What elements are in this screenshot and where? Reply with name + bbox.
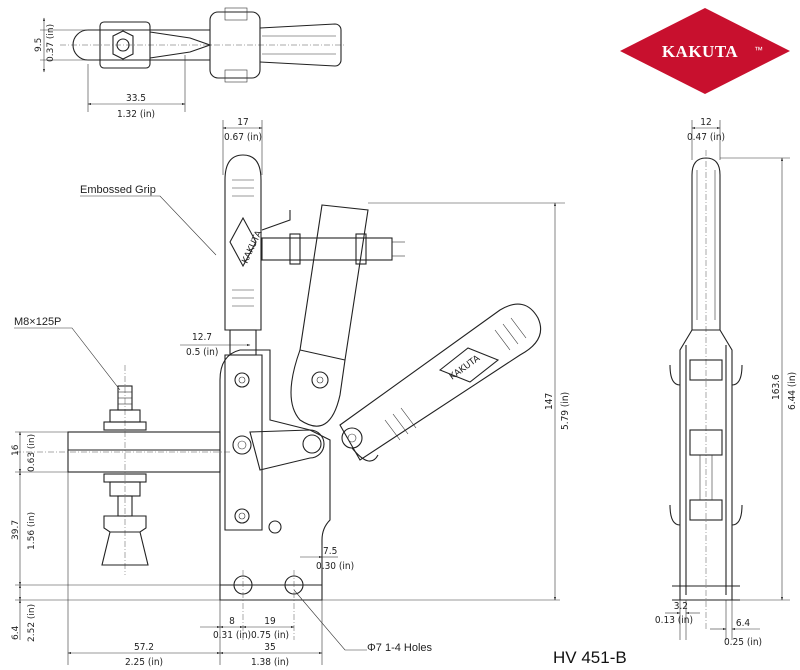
model-number: HV 451-B: [553, 648, 627, 667]
kakuta-logo: KAKUTA ™: [620, 8, 790, 94]
top-view: 9.5 0.37 (in) 33.5 1.32 (in): [34, 7, 345, 120]
side-view: 12 0.47 (in) 163.6 6.44 (in) 3.2 0.13 (i…: [655, 117, 798, 648]
svg-text:0.31 (in): 0.31 (in): [213, 630, 251, 641]
svg-text:0.47 (in): 0.47 (in): [687, 132, 725, 143]
svg-text:1.38 (in): 1.38 (in): [251, 657, 289, 668]
svg-text:™: ™: [754, 45, 763, 55]
svg-text:M8×125P: M8×125P: [14, 316, 61, 328]
svg-text:3.2: 3.2: [674, 601, 688, 612]
svg-text:12.7: 12.7: [192, 332, 212, 343]
svg-text:35: 35: [264, 642, 275, 653]
svg-text:6.4: 6.4: [736, 618, 751, 629]
svg-text:0.30 (in): 0.30 (in): [316, 561, 354, 572]
svg-text:1.56 (in): 1.56 (in): [27, 512, 37, 550]
svg-text:Embossed Grip: Embossed Grip: [80, 184, 156, 196]
svg-text:0.37 (in): 0.37 (in): [46, 24, 56, 62]
svg-text:5.79 (in): 5.79 (in): [560, 392, 571, 430]
svg-text:0.5 (in): 0.5 (in): [186, 347, 218, 358]
svg-text:0.63 (in): 0.63 (in): [27, 434, 37, 472]
svg-text:7.5: 7.5: [323, 546, 337, 557]
svg-text:39.7: 39.7: [11, 520, 21, 540]
svg-text:2.25 (in): 2.25 (in): [125, 657, 163, 668]
svg-text:8: 8: [229, 616, 235, 627]
svg-text:9.5: 9.5: [34, 38, 44, 52]
svg-text:Φ7 1-4 Holes: Φ7 1-4 Holes: [367, 642, 433, 654]
svg-text:2.52 (in): 2.52 (in): [27, 604, 37, 642]
svg-text:19: 19: [264, 616, 276, 627]
svg-text:163.6: 163.6: [771, 374, 782, 400]
svg-text:16: 16: [11, 444, 21, 456]
svg-text:0.67 (in): 0.67 (in): [224, 132, 262, 143]
svg-text:6.4: 6.4: [11, 625, 21, 640]
svg-text:33.5: 33.5: [126, 93, 146, 104]
svg-text:6.44 (in): 6.44 (in): [787, 372, 798, 410]
svg-text:17: 17: [237, 117, 248, 128]
svg-text:0.13 (in): 0.13 (in): [655, 615, 693, 626]
svg-text:0.75 (in): 0.75 (in): [251, 630, 289, 641]
svg-text:147: 147: [544, 393, 555, 410]
svg-text:1.32 (in): 1.32 (in): [117, 109, 155, 120]
front-view: KAKUTA KAKUTA Embossed Grip M8×125P Φ7 1…: [11, 117, 571, 668]
svg-text:KAKUTA: KAKUTA: [662, 42, 739, 61]
svg-text:0.25 (in): 0.25 (in): [724, 637, 762, 648]
svg-text:12: 12: [700, 117, 711, 128]
svg-text:KAKUTA: KAKUTA: [448, 353, 483, 382]
svg-text:57.2: 57.2: [134, 642, 154, 653]
